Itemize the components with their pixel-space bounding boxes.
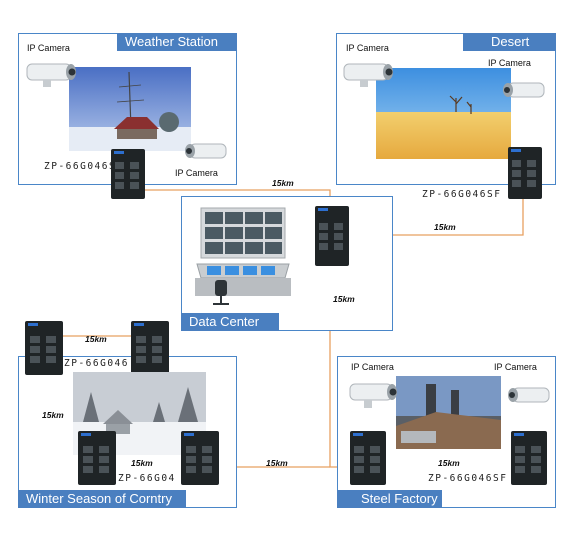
camera-label: IP Camera bbox=[175, 168, 218, 178]
site-title-weather-station: Weather Station bbox=[117, 33, 237, 51]
desert-photo bbox=[376, 68, 511, 159]
steel-factory-photo bbox=[396, 376, 501, 449]
weather-station-photo bbox=[69, 67, 191, 151]
link-distance-label: 15km bbox=[434, 222, 456, 232]
site-title-desert: Desert bbox=[463, 33, 556, 51]
ethernet-switch-icon bbox=[349, 430, 387, 491]
link-distance-label: 15km bbox=[85, 334, 107, 344]
ip-camera-icon bbox=[500, 78, 546, 109]
ethernet-switch-icon bbox=[314, 205, 350, 272]
camera-label: IP Camera bbox=[488, 58, 531, 68]
ip-camera-icon bbox=[182, 139, 228, 170]
link-distance-label: 15km bbox=[272, 178, 294, 188]
ip-camera-icon bbox=[25, 58, 77, 93]
link-distance-label: 15km bbox=[266, 458, 288, 468]
video-wall-console bbox=[193, 206, 293, 313]
ethernet-switch-icon bbox=[24, 320, 64, 381]
camera-label: IP Camera bbox=[27, 43, 70, 53]
switch-model-label: ZP-66G046SF bbox=[428, 473, 508, 484]
ip-camera-icon bbox=[505, 383, 551, 414]
ip-camera-icon bbox=[348, 376, 400, 415]
ethernet-switch-icon bbox=[180, 430, 220, 491]
ip-camera-icon bbox=[342, 58, 394, 93]
camera-label: IP Camera bbox=[346, 43, 389, 53]
switch-model-label: ZP-66G046 bbox=[64, 358, 129, 369]
site-title-data-center: Data Center bbox=[181, 313, 279, 331]
ethernet-switch-icon bbox=[510, 430, 548, 491]
link-distance-label: 15km bbox=[438, 458, 460, 468]
site-title-winter: Winter Season of Corntry bbox=[18, 490, 186, 508]
ethernet-switch-icon bbox=[110, 148, 146, 205]
camera-label: IP Camera bbox=[494, 362, 537, 372]
fiber-desert-to-center bbox=[330, 195, 524, 236]
ethernet-switch-icon bbox=[507, 146, 543, 205]
link-distance-label: 15km bbox=[131, 458, 153, 468]
switch-model-label: ZP-66G046SF bbox=[44, 161, 124, 172]
site-title-steel-factory: Steel Factory bbox=[337, 490, 442, 508]
link-distance-label: 15km bbox=[42, 410, 64, 420]
ethernet-switch-icon bbox=[130, 320, 170, 381]
link-distance-label: 15km bbox=[333, 294, 355, 304]
camera-label: IP Camera bbox=[351, 362, 394, 372]
ethernet-switch-icon bbox=[77, 430, 117, 491]
switch-model-label: ZP-66G046SF bbox=[422, 189, 502, 200]
switch-model-label: ZP-66G04 bbox=[118, 473, 176, 484]
